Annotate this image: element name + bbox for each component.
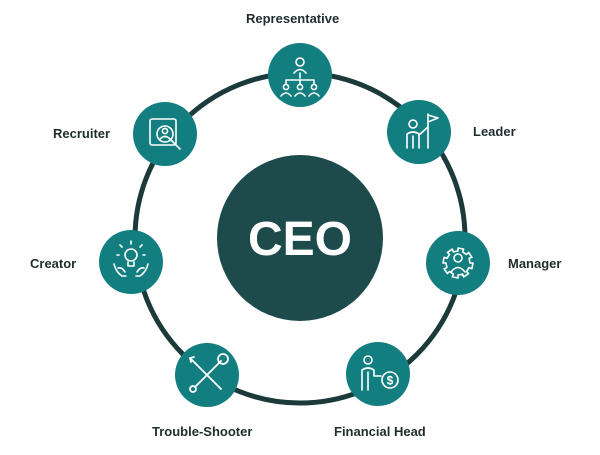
- hands-lightbulb-icon: [113, 240, 149, 277]
- role-node-manager: [426, 231, 490, 295]
- role-label-financial-head: Financial Head: [334, 424, 426, 439]
- role-circle: [426, 231, 490, 295]
- role-label-recruiter: Recruiter: [53, 126, 111, 141]
- role-label-representative: Representative: [246, 11, 340, 26]
- center-label: CEO: [248, 213, 352, 266]
- role-node-financial-head: $: [346, 342, 410, 406]
- svg-text:$: $: [387, 374, 394, 388]
- role-node-trouble-shooter: [175, 343, 239, 407]
- role-label-manager: Manager: [508, 256, 562, 271]
- wrench-screwdriver-icon: [189, 353, 229, 393]
- role-node-leader: [387, 100, 451, 164]
- role-node-representative: [268, 43, 332, 107]
- role-node-recruiter: [133, 102, 197, 166]
- person-dollar-icon: $: [361, 355, 399, 391]
- gear-person-icon: [442, 247, 474, 279]
- role-circle: [387, 100, 451, 164]
- role-label-creator: Creator: [30, 256, 77, 271]
- center-circle: [217, 155, 383, 321]
- role-circle: [99, 230, 163, 294]
- person-flag-icon: [406, 113, 439, 149]
- role-circle: [346, 342, 410, 406]
- role-label-leader: Leader: [473, 124, 516, 139]
- role-label-trouble-shooter: Trouble-Shooter: [152, 424, 253, 439]
- team-hierarchy-icon: [280, 57, 320, 97]
- center-node: CEO: [217, 155, 383, 321]
- profile-search-icon: [149, 118, 181, 150]
- role-node-creator: [99, 230, 163, 294]
